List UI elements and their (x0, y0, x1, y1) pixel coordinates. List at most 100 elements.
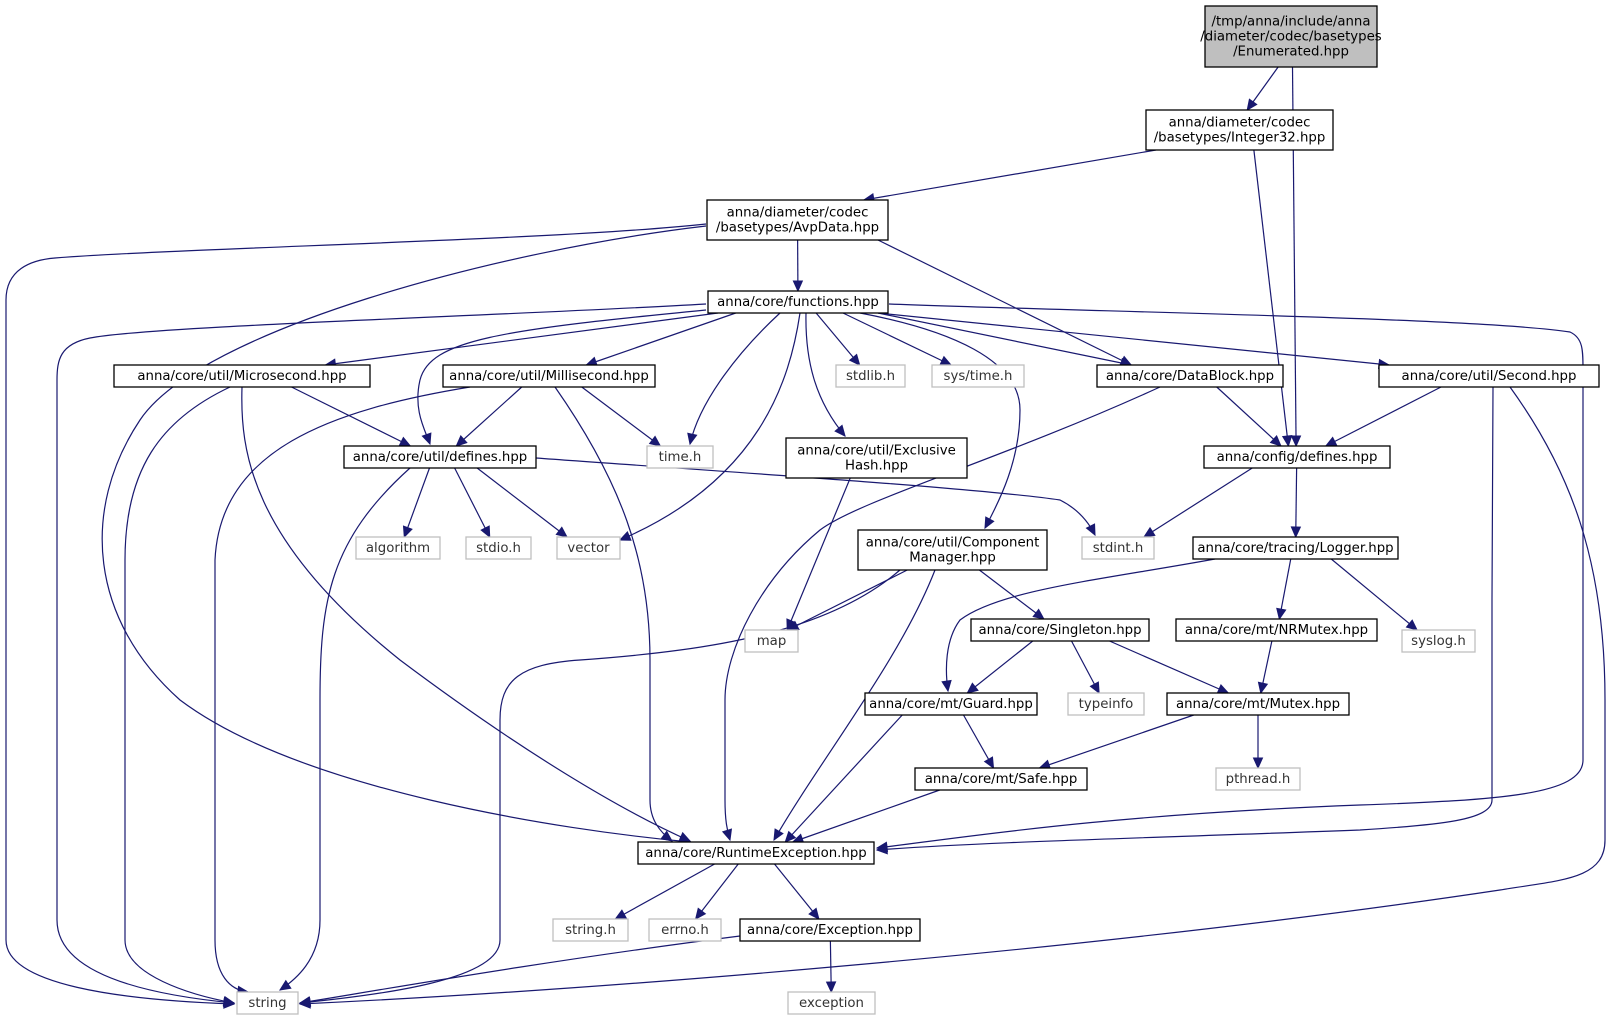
node-second[interactable]: anna/core/util/Second.hpp (1378, 364, 1600, 388)
arrowhead-icon (480, 525, 491, 539)
node-runtimeexception[interactable]: anna/core/RuntimeException.hpp (637, 841, 875, 865)
arrowhead-icon (678, 831, 692, 842)
edge-mutex-to-pthread (1252, 715, 1264, 770)
node-millisecond[interactable]: anna/core/util/Millisecond.hpp (442, 364, 656, 388)
arrowhead-icon (222, 995, 236, 1007)
edge-componentmanager-to-singleton (979, 569, 1045, 620)
arrowhead-icon (614, 909, 628, 920)
edge-avpdata-to-string (5, 223, 707, 1009)
arrowhead-icon (1032, 608, 1045, 620)
node-label: anna/core/util/Microsecond.hpp (137, 369, 346, 384)
edge-singleton-to-typeinfo (1070, 640, 1100, 695)
edge-mutex-to-safe (1038, 714, 1194, 770)
edge-avpdata-to-functions (792, 239, 804, 293)
node-label: pthread.h (1226, 772, 1291, 787)
node-label: typeinfo (1079, 697, 1134, 712)
edge-second-to-runtimeexception (875, 386, 1494, 855)
arrowhead-icon (848, 353, 861, 366)
node-stdlib: stdlib.h (835, 364, 906, 388)
node-configdefines[interactable]: anna/config/defines.hpp (1203, 445, 1391, 469)
edge-integer32-to-configdefines (1253, 149, 1293, 448)
edge-functions-to-string (56, 303, 707, 1008)
nodes-layer: /tmp/anna/include/anna/diameter/codec/ba… (113, 5, 1600, 1015)
arrowhead-icon (618, 531, 632, 541)
arrowhead-icon (984, 516, 995, 530)
node-label: algorithm (366, 541, 430, 556)
node-label: exception (799, 996, 864, 1011)
node-label: /basetypes/AvpData.hpp (716, 221, 879, 236)
arrowhead-icon (1142, 526, 1156, 538)
arrowhead-icon (278, 979, 292, 991)
node-singleton[interactable]: anna/core/Singleton.hpp (970, 618, 1150, 642)
arrowhead-icon (941, 679, 952, 693)
node-label: Hash.hpp (845, 459, 908, 474)
arrowhead-icon (1085, 523, 1096, 537)
edge-microsecond-to-runtimeexception (241, 386, 692, 842)
arrowhead-icon (983, 756, 995, 770)
edge-functions-to-datablock (877, 312, 1133, 369)
arrowhead-icon (773, 828, 784, 842)
arrowhead-icon (1089, 681, 1100, 695)
edge-microsecond-to-utildefines (291, 386, 412, 447)
edge-millisecond-to-timeh (581, 386, 662, 447)
arrowhead-icon (1257, 681, 1269, 695)
node-exception: exception (787, 991, 876, 1015)
node-label: anna/core/mt/Mutex.hpp (1176, 697, 1340, 712)
arrowhead-icon (1252, 757, 1264, 770)
edge-functions-to-second (877, 312, 1391, 370)
node-label: anna/core/util/Second.hpp (1402, 369, 1577, 384)
node-nrmutex[interactable]: anna/core/mt/NRMutex.hpp (1175, 618, 1378, 642)
node-label: stdlib.h (846, 369, 895, 384)
arrowhead-icon (298, 996, 312, 1007)
node-label: string.h (565, 923, 616, 938)
node-label: anna/core/mt/Guard.hpp (869, 697, 1033, 712)
node-label: /diameter/codec/basetypes (1200, 30, 1381, 45)
node-exceptionhpp[interactable]: anna/core/Exception.hpp (739, 918, 921, 942)
node-label: anna/core/DataBlock.hpp (1106, 369, 1274, 384)
node-functions[interactable]: anna/core/functions.hpp (707, 290, 889, 314)
node-label: anna/diameter/codec (1169, 116, 1311, 131)
arrowhead-icon (1276, 607, 1287, 621)
node-stdint: stdint.h (1081, 536, 1155, 560)
node-label: anna/config/defines.hpp (1217, 450, 1378, 465)
node-safe[interactable]: anna/core/mt/Safe.hpp (914, 767, 1088, 791)
edge-logger-to-nrmutex (1276, 558, 1292, 621)
arrowhead-icon (966, 682, 979, 694)
node-microsecond[interactable]: anna/core/util/Microsecond.hpp (113, 364, 371, 388)
edge-runtimeexception-to-errno (694, 863, 739, 920)
node-avpdata[interactable]: anna/diameter/codec/basetypes/AvpData.hp… (706, 199, 889, 241)
edge-utildefines-to-algorithm (402, 467, 431, 539)
node-guard[interactable]: anna/core/mt/Guard.hpp (864, 692, 1038, 716)
arrowhead-icon (1246, 98, 1258, 111)
edge-functions-to-microsecond (324, 312, 719, 369)
edge-singleton-to-mutex (1109, 640, 1230, 694)
node-mutex[interactable]: anna/core/mt/Mutex.hpp (1166, 692, 1350, 716)
node-label: anna/core/functions.hpp (717, 295, 879, 310)
node-stringh: string.h (552, 918, 629, 942)
edge-singleton-to-guard (966, 640, 1034, 694)
node-utildefines[interactable]: anna/core/util/defines.hpp (343, 445, 537, 469)
node-datablock[interactable]: anna/core/DataBlock.hpp (1096, 364, 1284, 388)
arrowhead-icon (834, 424, 846, 437)
edge-logger-to-syslog (1330, 558, 1418, 631)
arrowhead-icon (784, 830, 797, 843)
edges-layer (5, 66, 1606, 1009)
arrowhead-icon (648, 435, 662, 447)
edge-datablock-to-configdefines (1216, 386, 1282, 447)
node-label: anna/core/util/Exclusive (797, 444, 956, 459)
arrowhead-icon (1290, 526, 1302, 539)
node-pthread: pthread.h (1215, 767, 1301, 791)
arrowhead-icon (402, 525, 413, 539)
node-integer32[interactable]: anna/diameter/codec/basetypes/Integer32.… (1145, 109, 1334, 151)
edge-guard-to-safe (962, 714, 995, 770)
node-typeinfo: typeinfo (1067, 692, 1145, 716)
node-label: anna/core/RuntimeException.hpp (645, 846, 866, 861)
node-enumerated[interactable]: /tmp/anna/include/anna/diameter/codec/ba… (1200, 5, 1382, 68)
node-errno: errno.h (648, 918, 722, 942)
arrowhead-icon (875, 843, 888, 855)
node-string: string (236, 991, 299, 1015)
node-logger[interactable]: anna/core/tracing/Logger.hpp (1192, 536, 1399, 560)
